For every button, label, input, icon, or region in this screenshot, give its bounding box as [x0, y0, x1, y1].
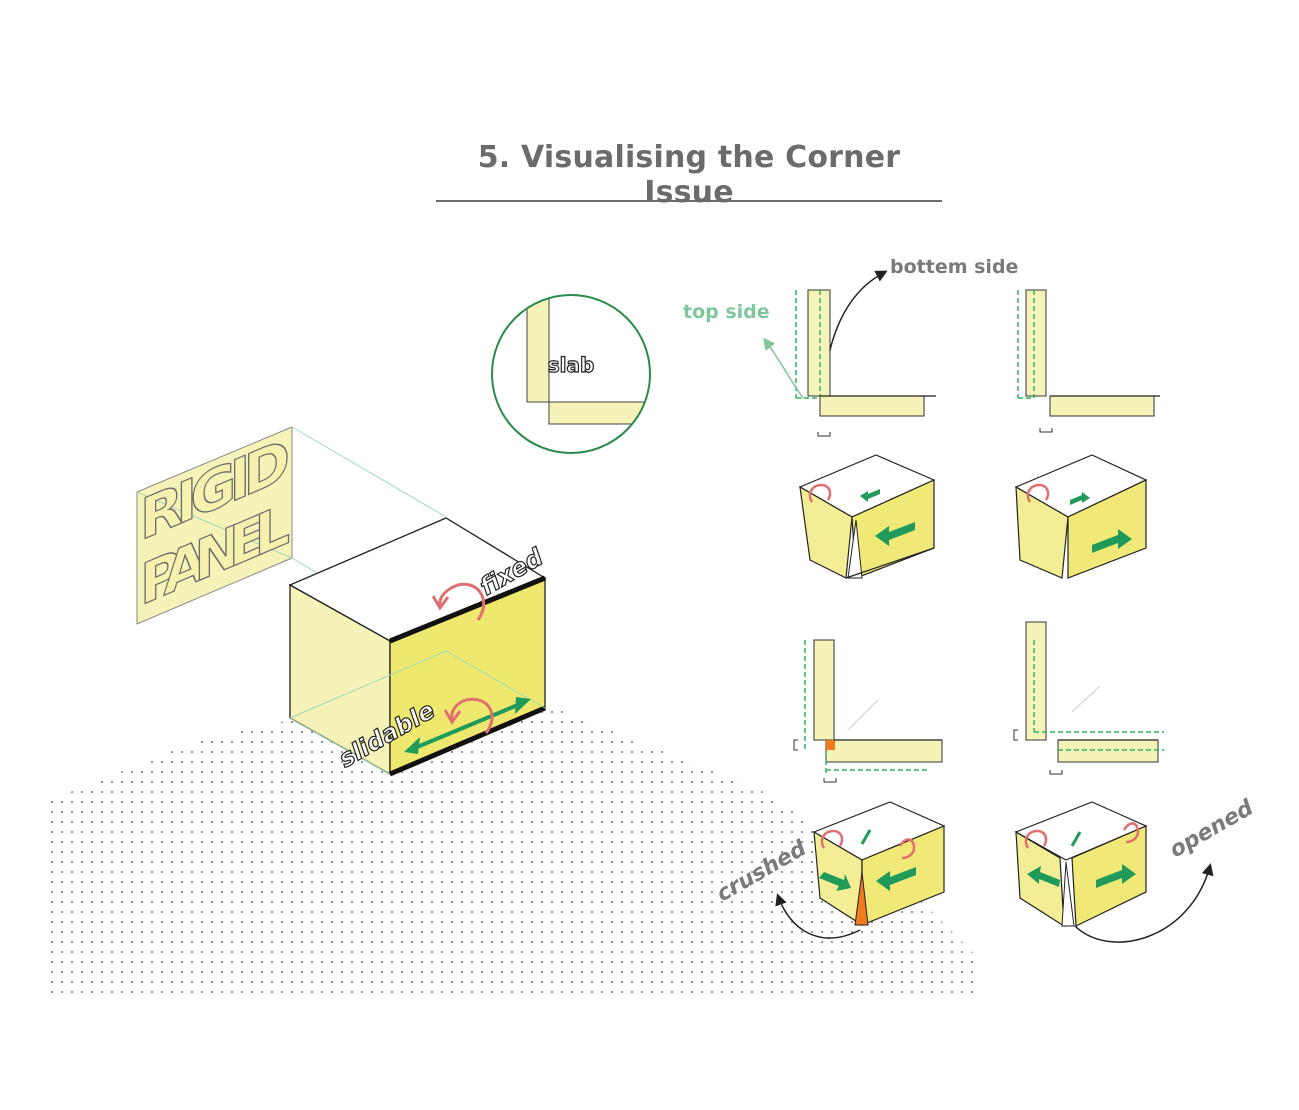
cube-opened: [1014, 801, 1148, 928]
title-underline: [436, 200, 942, 202]
move-arrow-icon: [860, 489, 880, 502]
move-arrow-icon: [1027, 866, 1060, 887]
move-arrow-icon: [1092, 529, 1132, 553]
l-joint-top-right: [1017, 289, 1160, 433]
rotate-arrow-icon: [1024, 829, 1048, 849]
page-title: 5. Visualising the Corner Issue: [477, 140, 901, 210]
curved-pointer-icon: [1074, 863, 1214, 943]
rotate-arrow-icon: [1122, 822, 1140, 844]
move-arrow-icon: [1070, 492, 1090, 505]
move-arrow-icon: [860, 829, 872, 845]
top-side-label: top side: [683, 301, 770, 323]
move-arrow-icon: [1070, 831, 1082, 847]
cube-opening-right: [1014, 454, 1148, 579]
curved-pointer-icon: [829, 270, 888, 351]
rotate-arrow-icon: [808, 483, 832, 503]
move-arrow-icon: [819, 872, 851, 891]
cube-closing-left: [798, 454, 936, 579]
l-joint-top-left: [795, 289, 936, 437]
move-arrow-icon: [1096, 864, 1136, 888]
slab-detail: slab: [491, 294, 651, 454]
rotate-arrow-icon: [1026, 483, 1050, 503]
l-joint-mid-left: [793, 639, 943, 783]
slab-label: slab: [548, 353, 595, 377]
dotted-ground: [50, 700, 980, 1000]
bottom-side-label: bottem side: [890, 256, 1018, 278]
rotate-arrow-icon: [898, 838, 916, 860]
main-cube: fixed slidable: [288, 517, 549, 777]
cube-crushed: [812, 801, 946, 927]
rotate-arrow-icon: [438, 582, 485, 621]
l-joint-mid-right: [1013, 621, 1164, 775]
rotate-arrow-icon: [450, 697, 494, 734]
double-arrow-icon: [404, 697, 531, 754]
move-arrow-icon: [876, 867, 916, 891]
rotate-arrow-icon: [820, 829, 844, 849]
curved-pointer-icon: [763, 337, 804, 399]
opened-label: opened: [1166, 795, 1258, 863]
curved-pointer-icon: [775, 893, 861, 939]
move-arrow-icon: [875, 522, 915, 546]
